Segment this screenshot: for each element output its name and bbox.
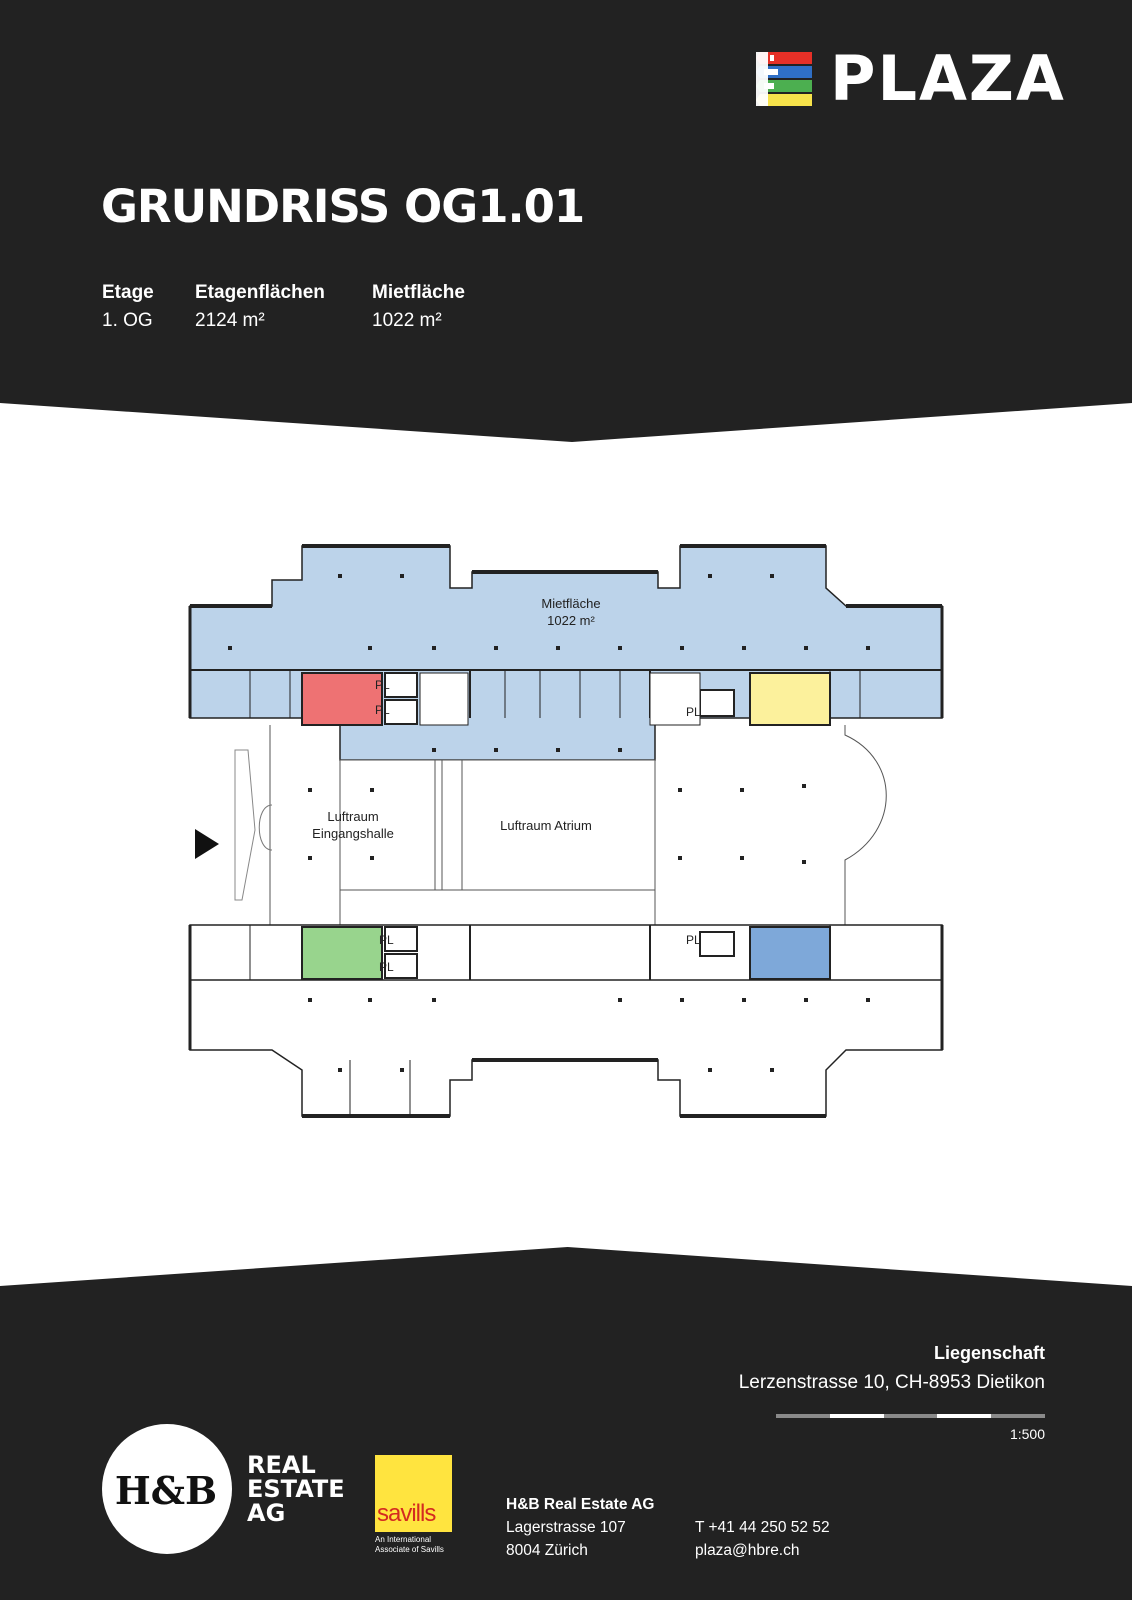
footer-band <box>0 1247 1132 1600</box>
property-address: Lerzenstrasse 10, CH-8953 Dietikon <box>738 1372 1045 1393</box>
rental-area <box>189 545 943 761</box>
floor-plan: Mietfläche 1022 m² Luftraum Eingangshall… <box>188 544 944 1118</box>
plaza-logo: PLAZA <box>756 48 1064 110</box>
void-entrance-label-1: Luftraum <box>327 809 378 824</box>
stat-floor-label: Etage <box>102 282 154 303</box>
stat-floor-area-value: 2124 m² <box>195 310 265 331</box>
play-arrow-icon <box>195 829 219 859</box>
lift-mark: PL <box>375 678 390 692</box>
real-estate-wordmark: REAL ESTATE AG <box>247 1453 345 1525</box>
plaza-logo-text: PLAZA <box>830 42 1066 115</box>
stair-yellow <box>749 672 831 726</box>
hb-logo-text: H&B <box>115 1468 217 1513</box>
lift-mark: PL <box>379 960 394 974</box>
lift-mark: PL <box>375 703 390 717</box>
scale-label: 1:500 <box>1009 1426 1045 1442</box>
stat-rental-area-value: 1022 m² <box>372 310 442 331</box>
stat-floor-area: Etagenflächen 2124 m² <box>195 282 325 332</box>
real-estate-line: REAL <box>247 1451 316 1479</box>
header-band <box>0 0 1132 442</box>
hb-logo: H&B <box>102 1424 232 1554</box>
stair-blue <box>749 926 831 980</box>
company-email[interactable]: plaza@hbre.ch <box>695 1542 800 1559</box>
stair-green <box>301 926 383 980</box>
savills-note-line: Associate of Savills <box>375 1545 444 1554</box>
company-street: Lagerstrasse 107 <box>506 1519 626 1536</box>
company-contact: T +41 44 250 52 52 plaza@hbre.ch <box>695 1516 830 1562</box>
stat-floor-area-label: Etagenflächen <box>195 282 325 303</box>
page-title: GRUNDRISS OG1.01 <box>101 180 585 233</box>
stat-floor-value: 1. OG <box>102 310 153 331</box>
company-phone[interactable]: T +41 44 250 52 52 <box>695 1519 830 1536</box>
real-estate-line: AG <box>247 1499 286 1527</box>
lift-mark: PL <box>686 705 701 719</box>
lift-mark: PL <box>379 933 394 947</box>
stat-floor: Etage 1. OG <box>102 282 154 332</box>
void-entrance-label-2: Eingangshalle <box>312 826 394 841</box>
plaza-logo-stripes-icon <box>756 52 812 106</box>
rental-area-size: 1022 m² <box>547 613 595 628</box>
stair-red <box>301 672 383 726</box>
property-label: Liegenschaft <box>933 1343 1045 1363</box>
stat-rental-area-label: Mietfläche <box>372 282 465 303</box>
company-address: H&B Real Estate AG Lagerstrasse 107 8004… <box>506 1493 654 1562</box>
savills-logo-text: savills <box>377 1500 436 1527</box>
savills-logo: savills <box>375 1455 452 1532</box>
savills-note: An International Associate of Savills <box>375 1535 465 1555</box>
stat-rental-area: Mietfläche 1022 m² <box>372 282 465 332</box>
company-city: 8004 Zürich <box>506 1542 588 1559</box>
real-estate-line: ESTATE <box>247 1475 345 1503</box>
rental-area-label: Mietfläche <box>541 596 600 611</box>
lift-mark: PL <box>686 933 701 947</box>
scale-bar <box>776 1414 1045 1418</box>
void-atrium-label: Luftraum Atrium <box>500 818 592 833</box>
savills-note-line: An International <box>375 1535 432 1544</box>
company-name: H&B Real Estate AG <box>506 1496 655 1513</box>
